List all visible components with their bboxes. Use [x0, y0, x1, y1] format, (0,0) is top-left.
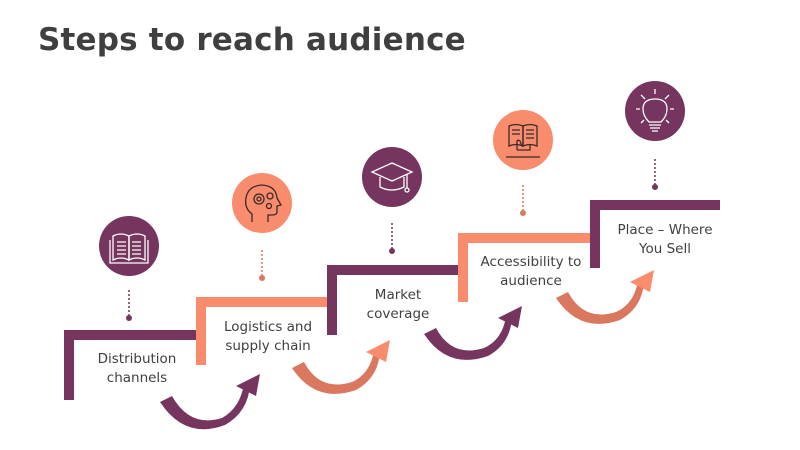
step-4-label: Accessibility to audience — [480, 254, 582, 289]
step-3-label: Market coverage — [366, 287, 430, 322]
step-1-bracket — [64, 330, 196, 400]
head-gears-icon — [232, 173, 292, 233]
step-2-label: Logistics and supply chain — [223, 319, 313, 354]
arrow-1-to-2 — [160, 374, 260, 430]
lightbulb-icon — [625, 81, 685, 141]
arrow-4-to-5 — [556, 270, 654, 324]
connector-4 — [520, 185, 526, 216]
connector-3 — [389, 223, 395, 254]
graduation-cap-icon — [362, 147, 422, 207]
open-book-icon — [99, 216, 159, 276]
step-1-label: Distribution channels — [97, 351, 177, 386]
slide-title: Steps to reach audience — [38, 22, 466, 58]
step-3-bracket — [327, 265, 460, 335]
step-5-bracket — [590, 200, 720, 268]
connector-2 — [259, 250, 265, 281]
connector-1 — [126, 290, 132, 321]
step-2-bracket — [196, 297, 328, 365]
arrow-2-to-3 — [292, 340, 390, 394]
hand-holding-book-icon — [493, 110, 553, 170]
connector-5 — [652, 159, 658, 190]
step-5-label: Place – Where You Sell — [617, 222, 713, 257]
arrow-3-to-4 — [424, 306, 522, 360]
step-4-bracket — [458, 233, 590, 302]
